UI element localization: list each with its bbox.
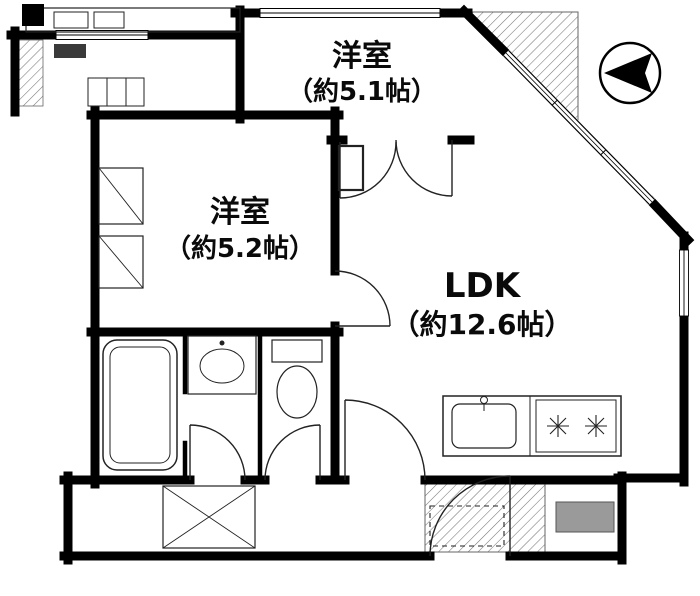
pipe-spaces <box>98 144 365 289</box>
entrance-mat <box>555 501 615 533</box>
utility-fixtures <box>22 4 241 107</box>
door-arc-bedroom2 <box>334 270 391 327</box>
window-right <box>679 249 689 317</box>
utility-grill <box>87 77 145 107</box>
shoe-cabinet-dashed <box>429 505 505 547</box>
compass-circle <box>598 41 662 105</box>
vanity-sink <box>187 335 257 395</box>
burner-icon <box>585 415 607 437</box>
door-arc-washroom <box>189 424 246 481</box>
storage-cabinet <box>162 485 256 549</box>
door-arc-bedroom1 <box>395 139 453 197</box>
pipe-space-3 <box>337 144 365 192</box>
window-top <box>259 8 441 18</box>
kitchen-counter <box>442 395 622 457</box>
burner-icon <box>547 415 569 437</box>
window-diagonal <box>502 49 656 206</box>
hall-storage <box>162 485 615 549</box>
door-arc-entrance <box>429 475 511 557</box>
ldk-name-label: LDK <box>444 266 522 306</box>
door-arc-toilet <box>264 424 321 481</box>
north-arrow-icon <box>604 53 652 93</box>
bathtub <box>102 339 178 471</box>
doors <box>189 139 511 557</box>
door-arc-ldk <box>344 399 426 481</box>
stove <box>535 399 617 453</box>
meter-box <box>54 44 86 58</box>
window-utility <box>55 30 149 40</box>
bedroom2-size-label: （約5.2帖） <box>165 233 315 264</box>
bedroom1-size-label: （約5.1帖） <box>287 76 437 107</box>
wall-partitions <box>182 329 263 483</box>
room-labels: 洋室 （約5.1帖） 洋室 （約5.2帖） LDK （約12.6帖） <box>165 39 573 341</box>
toilet-bowl <box>276 365 318 419</box>
compass <box>598 41 662 105</box>
kitchen-sink <box>451 396 517 449</box>
toilet <box>271 339 323 419</box>
utility-box-2 <box>93 11 125 29</box>
utility-box-1 <box>53 11 89 29</box>
bedroom2-name-label: 洋室 <box>210 195 270 230</box>
pipe-space-2 <box>98 235 144 289</box>
faucet-icon <box>219 340 225 346</box>
utility-post <box>22 4 44 26</box>
ldk-size-label: （約12.6帖） <box>391 308 572 341</box>
toilet-tank <box>271 339 323 363</box>
faucet-icon <box>480 396 488 404</box>
pipe-space-1 <box>98 167 144 225</box>
windows <box>55 8 689 317</box>
bedroom1-name-label: 洋室 <box>332 39 392 74</box>
entrance-hatch-area <box>424 483 546 553</box>
side-corridor-hatch <box>18 39 44 107</box>
